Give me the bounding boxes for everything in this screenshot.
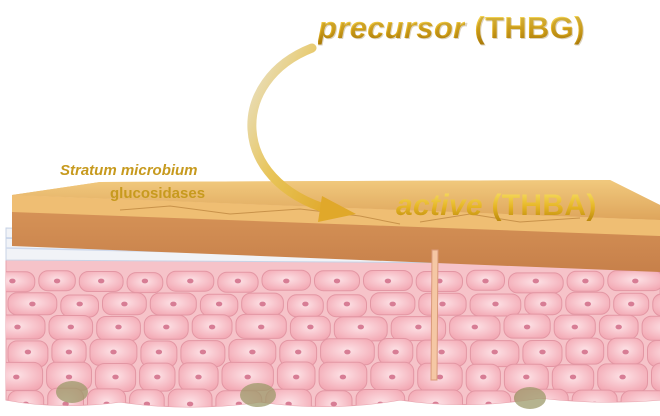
- cell-nucleus: [98, 279, 104, 284]
- cell: [642, 316, 660, 340]
- cell-nucleus: [572, 325, 578, 330]
- epidermis-cells: [0, 258, 660, 416]
- cell-nucleus: [9, 279, 15, 284]
- cell-nucleus: [187, 402, 193, 407]
- cell-nucleus: [195, 375, 201, 380]
- cell-nucleus: [331, 402, 337, 407]
- cell-nucleus: [389, 375, 395, 380]
- cell-nucleus: [209, 325, 215, 330]
- cell-nucleus: [54, 279, 60, 284]
- cell-nucleus: [156, 350, 162, 355]
- cell-nucleus: [344, 350, 350, 355]
- cell-nucleus: [492, 350, 498, 355]
- cell-nucleus: [245, 375, 251, 380]
- cell-nucleus: [439, 302, 445, 307]
- cell-nucleus: [258, 325, 264, 330]
- cell-nucleus: [295, 350, 301, 355]
- stratum-title: Stratum microbium: [60, 162, 198, 179]
- cell: [0, 272, 35, 292]
- cell-nucleus: [283, 279, 289, 284]
- cell: [572, 390, 617, 416]
- cell-nucleus: [344, 302, 350, 307]
- cell-nucleus: [216, 302, 222, 307]
- cell-nucleus: [66, 375, 72, 380]
- cell-nucleus: [482, 279, 488, 284]
- cell-nucleus: [392, 350, 398, 355]
- cell-nucleus: [582, 350, 588, 355]
- cell-nucleus: [540, 302, 546, 307]
- cell-nucleus: [358, 325, 364, 330]
- cell: [652, 363, 660, 391]
- cell-nucleus: [628, 302, 634, 307]
- cell-nucleus: [200, 350, 206, 355]
- cell-nucleus: [115, 325, 121, 330]
- cell-nucleus: [121, 302, 127, 307]
- cell-nucleus: [249, 350, 255, 355]
- active-word: active: [396, 189, 483, 222]
- cell-nucleus: [492, 302, 498, 307]
- cell-nucleus: [390, 302, 396, 307]
- cell-nucleus: [23, 402, 29, 407]
- cell-nucleus: [236, 402, 242, 407]
- cell-nucleus: [293, 375, 299, 380]
- cell-nucleus: [644, 402, 650, 407]
- cell-nucleus: [302, 302, 308, 307]
- cell-nucleus: [259, 302, 265, 307]
- cell-nucleus: [68, 325, 74, 330]
- active-abbr: (THBA): [492, 189, 597, 222]
- cell-nucleus: [77, 302, 83, 307]
- cell-nucleus: [437, 375, 443, 380]
- cell-nucleus: [582, 279, 588, 284]
- cell-nucleus: [533, 279, 539, 284]
- cell-nucleus: [29, 302, 35, 307]
- hair-shaft: [431, 250, 438, 380]
- cell: [0, 315, 45, 339]
- cell-nucleus: [307, 325, 313, 330]
- cell-nucleus: [570, 375, 576, 380]
- cell-nucleus: [13, 375, 19, 380]
- cell-nucleus: [438, 350, 444, 355]
- cell-nucleus: [187, 279, 193, 284]
- cell: [0, 362, 43, 390]
- cell-nucleus: [385, 279, 391, 284]
- cell-nucleus: [377, 402, 383, 407]
- cell-nucleus: [170, 302, 176, 307]
- cell-nucleus: [334, 279, 340, 284]
- active-label: active (THBA): [396, 189, 597, 223]
- precursor-abbr: (THBG): [474, 10, 584, 45]
- cell-nucleus: [622, 350, 628, 355]
- cell-nucleus: [66, 350, 72, 355]
- stratum-subtitle: glucosidases: [110, 185, 205, 202]
- cell-nucleus: [480, 375, 486, 380]
- cell-nucleus: [585, 302, 591, 307]
- cell-nucleus: [632, 279, 638, 284]
- cell-nucleus: [539, 350, 545, 355]
- cell-nucleus: [25, 350, 31, 355]
- precursor-label: precursor (THBG): [318, 10, 585, 46]
- precursor-word: precursor: [318, 10, 465, 45]
- cell-nucleus: [523, 375, 529, 380]
- cell-nucleus: [616, 325, 622, 330]
- cell-nucleus: [163, 325, 169, 330]
- cell-nucleus: [110, 350, 116, 355]
- cell-nucleus: [14, 325, 20, 330]
- cell-nucleus: [472, 325, 478, 330]
- cell-nucleus: [142, 279, 148, 284]
- cell-nucleus: [340, 375, 346, 380]
- cell: [648, 341, 660, 367]
- cell-nucleus: [415, 325, 421, 330]
- cell-nucleus: [524, 325, 530, 330]
- cell: [621, 391, 660, 416]
- cell-nucleus: [112, 375, 118, 380]
- cell-nucleus: [619, 375, 625, 380]
- cell-nucleus: [154, 375, 160, 380]
- cell-nucleus: [235, 279, 241, 284]
